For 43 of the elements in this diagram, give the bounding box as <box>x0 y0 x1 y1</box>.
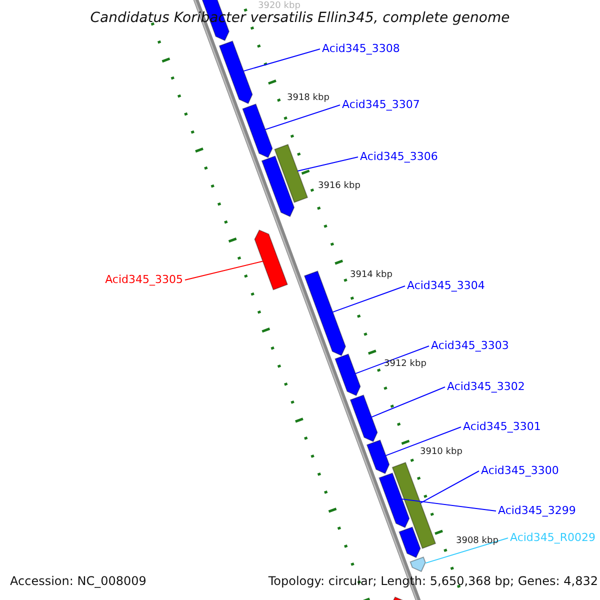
scale-label: 3918 kbp <box>287 94 330 103</box>
scale-label: 3910 kbp <box>420 448 462 457</box>
leader-line <box>355 346 430 374</box>
gene-label: Acid345_3301 <box>463 421 541 432</box>
leader-line <box>371 386 446 418</box>
gene-label: Acid345_3303 <box>431 340 509 351</box>
leader-line <box>264 104 340 130</box>
footer-text: Accession: NC_008009 <box>10 575 146 587</box>
leader-line <box>420 470 480 504</box>
gene-feature <box>304 270 346 356</box>
gene-feature <box>398 526 421 558</box>
gene-feature <box>392 462 436 550</box>
gene-feature <box>242 103 273 158</box>
scale-label: 3908 kbp <box>456 537 498 546</box>
gene-label: Acid345_R0029 <box>510 532 596 543</box>
gene-feature <box>366 439 390 474</box>
leader-line <box>401 498 496 512</box>
gene-feature <box>218 40 253 104</box>
gene-label: Acid345_3306 <box>360 151 438 162</box>
gene-label: Acid345_3308 <box>322 43 400 54</box>
leader-line <box>385 426 462 456</box>
gene-label: Acid345_3305 <box>105 274 183 285</box>
gene-feature <box>274 144 308 204</box>
gene-feature <box>410 556 426 572</box>
gene-feature <box>261 155 295 218</box>
leader-line <box>332 286 406 313</box>
gene-label: Acid345_3299 <box>498 505 576 516</box>
gene-label: Acid345_3300 <box>481 465 559 476</box>
leader-line <box>184 260 264 280</box>
leader-line <box>425 538 508 564</box>
scale-label: 3920 kbp <box>258 2 300 11</box>
scale-label: 3916 kbp <box>318 182 360 191</box>
gene-label: Acid345_3304 <box>407 280 485 291</box>
gene-label: Acid345_3307 <box>342 99 420 110</box>
gene-feature <box>378 472 410 528</box>
gene-feature <box>350 394 378 442</box>
gene-feature <box>334 353 361 396</box>
leader-line <box>243 48 320 72</box>
leader-line <box>297 156 358 172</box>
gene-feature <box>254 229 288 290</box>
scale-label: 3912 kbp <box>384 360 426 369</box>
gene-label: Acid345_3302 <box>447 381 525 392</box>
footer-text: Topology: circular; Length: 5,650,368 bp; Genes: 4,832 <box>268 575 598 587</box>
